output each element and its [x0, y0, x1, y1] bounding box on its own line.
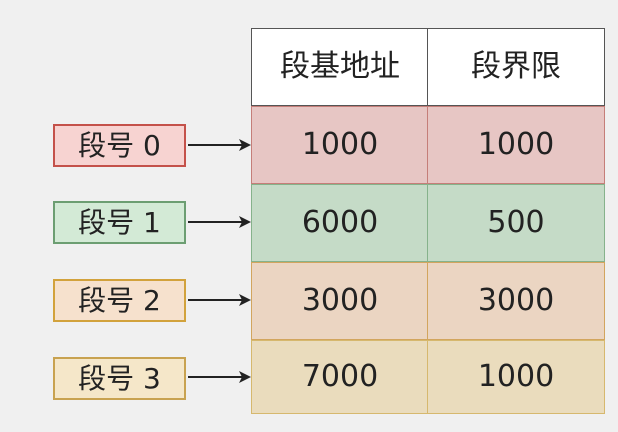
header-segment-limit: 段界限: [427, 28, 605, 106]
row-2-limit: 3000: [427, 262, 605, 340]
segment-label-3: 段号 3: [53, 357, 186, 400]
segment-label-2: 段号 2: [53, 279, 186, 322]
segment-label-0: 段号 0: [53, 124, 186, 167]
row-0-limit: 1000: [427, 106, 605, 184]
row-1-limit: 500: [427, 184, 605, 262]
segment-label-1: 段号 1: [53, 201, 186, 244]
row-2-base: 3000: [251, 262, 429, 340]
row-0-base: 1000: [251, 106, 429, 184]
header-base-address: 段基地址: [251, 28, 429, 106]
row-3-base: 7000: [251, 340, 429, 414]
row-1-base: 6000: [251, 184, 429, 262]
row-3-limit: 1000: [427, 340, 605, 414]
